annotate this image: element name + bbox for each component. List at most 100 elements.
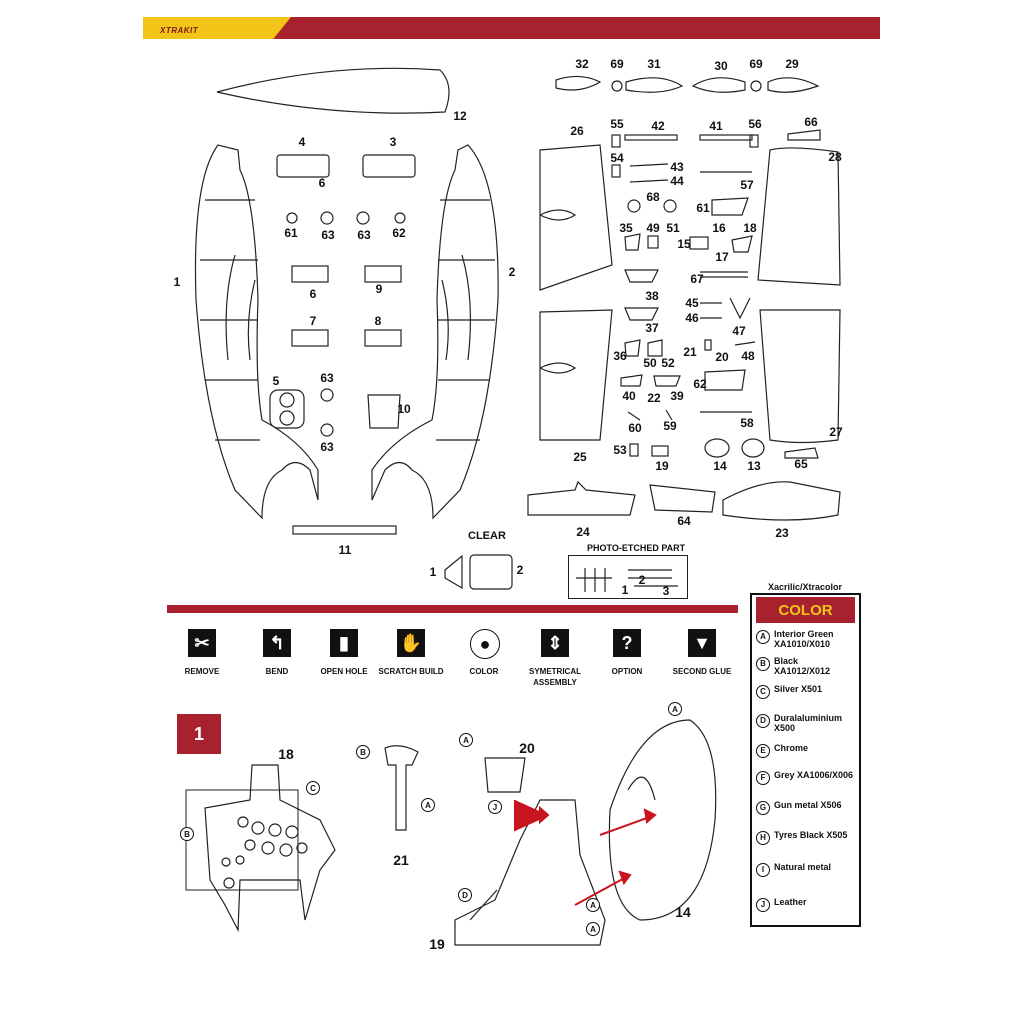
clear-parts-label: CLEAR bbox=[468, 530, 506, 542]
part-number: 61 bbox=[284, 226, 298, 240]
color-name: Black XA1012/X012 bbox=[774, 656, 831, 676]
part-number: 36 bbox=[613, 349, 627, 363]
color-panel-title: COLOR bbox=[756, 597, 855, 623]
part-number: 59 bbox=[663, 419, 677, 433]
color-callout: C bbox=[306, 781, 320, 795]
part-number: 51 bbox=[666, 221, 680, 235]
symbol-label: BEND bbox=[265, 667, 289, 676]
photo-etched-label: PHOTO-ETCHED PART bbox=[587, 543, 686, 553]
part-number: 31 bbox=[647, 57, 661, 71]
part-number: 8 bbox=[374, 314, 382, 328]
part-number: 41 bbox=[709, 119, 723, 133]
color-callout: J bbox=[488, 800, 502, 814]
part-number: 27 bbox=[829, 425, 843, 439]
part-number: 19 bbox=[655, 459, 669, 473]
part-number: 13 bbox=[747, 459, 761, 473]
color-callout: A bbox=[459, 733, 473, 747]
wing-25-outline bbox=[539, 309, 613, 441]
part-number: 63 bbox=[357, 228, 371, 242]
part-number: 29 bbox=[785, 57, 799, 71]
part-number: 58 bbox=[740, 416, 754, 430]
part-number: 1 bbox=[173, 275, 181, 289]
part-number: 68 bbox=[646, 190, 660, 204]
part-number: 60 bbox=[628, 421, 642, 435]
remove-icon: ✂ bbox=[188, 629, 216, 657]
color-code-badge: A bbox=[756, 630, 770, 644]
stab-24-outline bbox=[527, 480, 636, 516]
part-number: 63 bbox=[320, 440, 334, 454]
color-callout: A bbox=[586, 898, 600, 912]
part-number: 2 bbox=[638, 573, 646, 587]
wing-27-outline bbox=[759, 309, 841, 444]
part-number: 7 bbox=[309, 314, 317, 328]
color-callout: B bbox=[356, 745, 370, 759]
color-name: Duralaluminium X500 bbox=[774, 713, 843, 733]
option-icon: ? bbox=[613, 629, 641, 657]
part-number: 1 bbox=[429, 565, 437, 579]
color-code-badge: F bbox=[756, 771, 770, 785]
part-number: 17 bbox=[715, 250, 729, 264]
step-part-number: 20 bbox=[519, 740, 535, 756]
part-number: 14 bbox=[713, 459, 727, 473]
part-number: 44 bbox=[670, 174, 684, 188]
part-number: 24 bbox=[576, 525, 590, 539]
part-number: 6 bbox=[309, 287, 317, 301]
seat-back-outline bbox=[608, 719, 717, 921]
instrument-panel-outline bbox=[204, 764, 336, 933]
fuselage-right-outline bbox=[371, 144, 499, 520]
color-name: Tyres Black X505 bbox=[774, 830, 848, 840]
part-number: 50 bbox=[643, 356, 657, 370]
part-number: 26 bbox=[570, 124, 584, 138]
part-number: 5 bbox=[272, 374, 280, 388]
symbol-label: OPEN HOLE bbox=[320, 667, 368, 676]
open-hole-icon: ▮ bbox=[330, 629, 358, 657]
symbol-label: SYMETRICAL ASSEMBLY bbox=[529, 667, 581, 687]
part-number: 16 bbox=[712, 221, 726, 235]
color-name: Gun metal X506 bbox=[774, 800, 842, 810]
part-number: 45 bbox=[685, 296, 699, 310]
part-number: 18 bbox=[743, 221, 757, 235]
color-code-badge: H bbox=[756, 831, 770, 845]
symetrical-assembly-icon: ⇕ bbox=[541, 629, 569, 657]
part-number: 69 bbox=[749, 57, 763, 71]
part-number: 22 bbox=[647, 391, 661, 405]
part-number: 61 bbox=[696, 201, 710, 215]
symbol-label: SECOND GLUE bbox=[672, 667, 732, 676]
part-number: 3 bbox=[389, 135, 397, 149]
part-number: 6 bbox=[318, 176, 326, 190]
part-number: 37 bbox=[645, 321, 659, 335]
stab-64-outline bbox=[649, 484, 716, 513]
color-code-badge: G bbox=[756, 801, 770, 815]
part-number: 21 bbox=[683, 345, 697, 359]
symbol-label: REMOVE bbox=[184, 667, 220, 676]
part-number: 40 bbox=[622, 389, 636, 403]
step-part-number: 19 bbox=[429, 936, 445, 952]
part-number: 10 bbox=[397, 402, 411, 416]
section-divider bbox=[167, 605, 738, 613]
part-number: 57 bbox=[740, 178, 754, 192]
step-number-badge: 1 bbox=[177, 714, 221, 754]
color-name: Silver X501 bbox=[774, 684, 823, 694]
wing-28-outline bbox=[757, 147, 841, 286]
color-code-badge: I bbox=[756, 863, 770, 877]
canopy-part-outline bbox=[216, 67, 450, 114]
photo-etched-box bbox=[568, 555, 688, 599]
brand-tab bbox=[143, 17, 291, 39]
part-number: 28 bbox=[828, 150, 842, 164]
color-icon: ● bbox=[470, 629, 500, 659]
second-glue-icon: ▼ bbox=[688, 629, 716, 657]
part-number: 25 bbox=[573, 450, 587, 464]
part-number: 62 bbox=[392, 226, 406, 240]
color-callout: B bbox=[180, 827, 194, 841]
part-number: 56 bbox=[748, 117, 762, 131]
symbol-label: OPTION bbox=[611, 667, 643, 676]
part-number: 46 bbox=[685, 311, 699, 325]
step-part-number: 21 bbox=[393, 852, 409, 868]
part-number: 2 bbox=[508, 265, 516, 279]
color-callout: D bbox=[458, 888, 472, 902]
